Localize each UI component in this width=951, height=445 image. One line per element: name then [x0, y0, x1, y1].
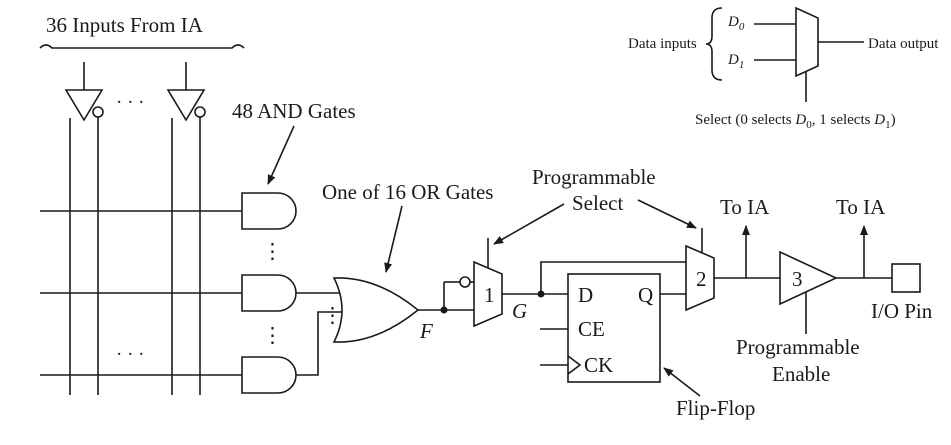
buffer-ellipsis: · · ·: [116, 92, 144, 113]
legend-d1: D1: [727, 52, 744, 71]
to-ia-2-label: To IA: [836, 195, 886, 219]
flip-flop-arrow: [663, 367, 701, 397]
io-pin-box: [891, 263, 921, 293]
or-input-vdots: ⋮: [322, 303, 343, 327]
select-arrow-mux1: [493, 203, 565, 245]
inputs-from-ia-label: 36 Inputs From IA: [46, 13, 204, 37]
programmable-enable-label-1: Programmable: [736, 335, 860, 359]
buffer-3-label: 3: [792, 267, 803, 291]
ff-clock-triangle: [567, 355, 582, 375]
bypass-wire: [540, 261, 686, 294]
product-ellipsis: · · ·: [116, 344, 144, 365]
mux-2: [685, 244, 715, 312]
and-gate-middle: [241, 274, 297, 312]
and-gate-bottom: [241, 356, 297, 394]
ff-d-label: D: [578, 283, 593, 307]
mux-legend: Data inputs D0 D1 Data output Select (0 …: [628, 6, 939, 131]
legend-select-text: Select (0 selects D0, 1 selects D1): [695, 112, 896, 131]
or-gate: [332, 277, 420, 343]
legend-d0: D0: [727, 14, 745, 33]
legend-data-output: Data output: [868, 36, 939, 52]
mux-1: [473, 260, 503, 328]
and-gates-label: 48 AND Gates: [232, 99, 356, 123]
inputs-bracket: [39, 44, 245, 49]
signal-f-label: F: [419, 319, 433, 343]
legend-data-inputs: Data inputs: [628, 36, 697, 52]
flip-flop-label: Flip-Flop: [676, 396, 755, 420]
and-gate-top: [241, 192, 297, 230]
product-lines: [40, 210, 242, 376]
ff-ck-label: CK: [584, 353, 613, 377]
and-gates-arrow: [267, 125, 295, 185]
or-gate-arrow: [384, 205, 403, 273]
signal-g-label: G: [512, 299, 527, 323]
select-arrow-mux2: [637, 199, 697, 229]
or-gate-label: One of 16 OR Gates: [322, 180, 493, 204]
and-vdots-lower: ⋮: [262, 323, 283, 347]
io-pin-label: I/O Pin: [871, 299, 933, 323]
programmable-select-label-1: Programmable: [532, 165, 656, 189]
programmable-select-label-2: Select: [572, 191, 623, 215]
output-buffer-3: [779, 250, 838, 306]
and-vdots-upper: ⋮: [262, 239, 283, 263]
and-or-wire-bottom: [296, 311, 344, 376]
flip-flop: [567, 273, 661, 383]
mux-2-label: 2: [696, 267, 707, 291]
inverter-bubble: [459, 276, 471, 288]
input-lines: [69, 117, 201, 395]
legend-mux-shape: [795, 6, 819, 78]
to-ia-1-label: To IA: [720, 195, 770, 219]
ff-ce-label: CE: [578, 317, 605, 341]
mux-1-label: 1: [484, 283, 495, 307]
input-buffer-right: [166, 62, 206, 122]
programmable-enable-label-2: Enable: [772, 362, 830, 386]
ff-q-label: Q: [638, 283, 653, 307]
legend-brace: [705, 7, 723, 81]
input-buffer-left: [64, 62, 104, 122]
